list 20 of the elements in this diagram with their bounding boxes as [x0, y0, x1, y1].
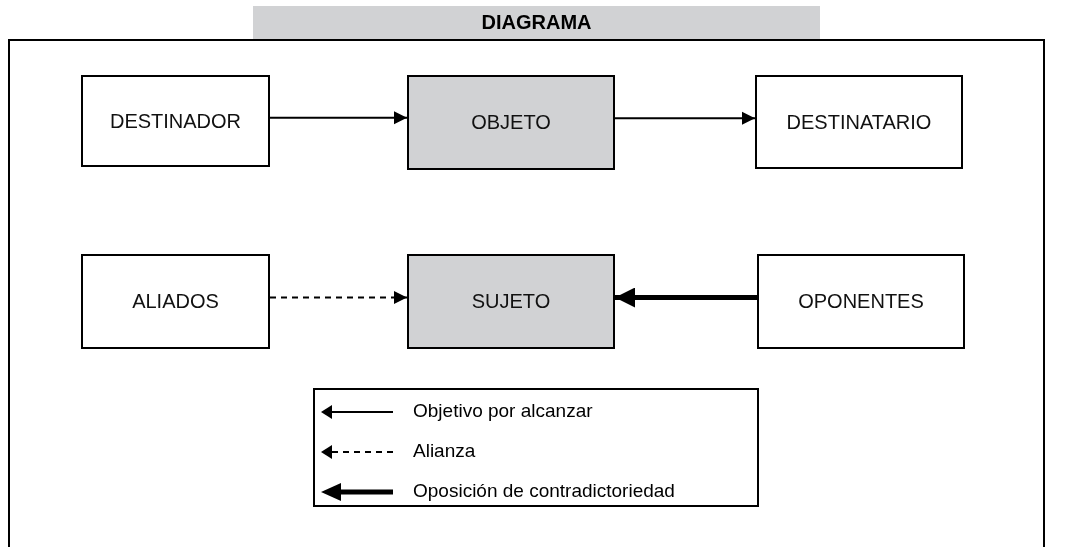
box: [755, 75, 963, 169]
box: [81, 254, 270, 349]
box-label: OBJETO: [471, 111, 551, 134]
arrow: [269, 111, 408, 125]
legend-label: Objetivo por alcanzar: [413, 400, 593, 422]
title-banner: DIAGRAMA: [253, 6, 820, 39]
box-label: DESTINADOR: [109, 109, 242, 133]
box-label: ALIADOS: [132, 290, 219, 313]
box: [407, 75, 615, 170]
legend-label: Oposición de contradictoriedad: [413, 480, 675, 502]
box: [81, 75, 270, 167]
box: [407, 254, 615, 349]
box: [757, 254, 965, 349]
arrow: [614, 111, 756, 125]
box-label: SUJETO: [471, 290, 551, 313]
box-label: DESTINATARIO: [786, 110, 932, 134]
legend-label: Alianza: [413, 440, 476, 462]
box-label: OPONENTES: [798, 290, 924, 313]
arrow: [269, 291, 408, 304]
arrow: [615, 287, 757, 308]
